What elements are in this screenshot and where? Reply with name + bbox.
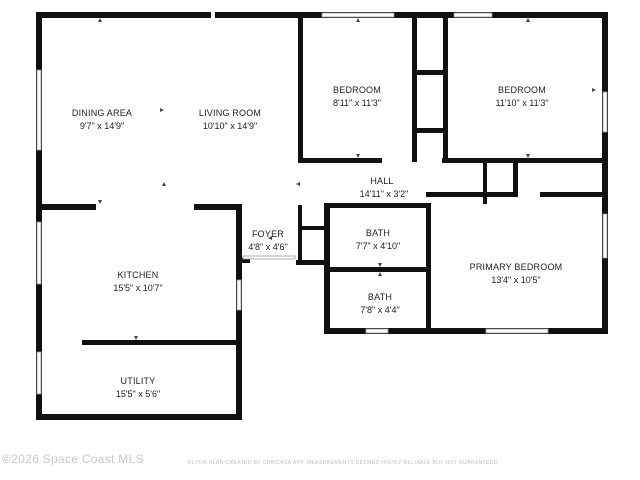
wall-closet-shelf-2: [412, 128, 448, 133]
wall-right-upper: [602, 12, 608, 162]
marker: [162, 182, 166, 186]
wall-primary-top: [426, 192, 516, 197]
room-labels: DINING AREA 9'7" x 14'9" LIVING ROOM 10'…: [72, 85, 562, 399]
wall-kitchen-top-right: [194, 204, 242, 210]
window-bedroom2-right: [602, 91, 608, 133]
kitchen-label: KITCHEN: [118, 270, 159, 280]
bedroom-1-dimensions: 8'11" x 11'3": [333, 98, 381, 108]
marker: [526, 154, 530, 158]
kitchen-dimensions: 15'5" x 10'7": [113, 283, 162, 293]
exterior-walls: [36, 12, 608, 420]
bath-2-label: BATH: [368, 292, 392, 302]
primary-bedroom-label: PRIMARY BEDROOM: [470, 262, 563, 272]
window-kitchen-left: [36, 221, 42, 285]
primary-bedroom-dimensions: 13'4" x 10'5": [491, 275, 540, 285]
marker: [98, 200, 102, 204]
bedroom-2-label: BEDROOM: [498, 85, 546, 95]
marker: [98, 18, 102, 22]
bath-1-label: BATH: [366, 228, 390, 238]
window-primary-bottom: [485, 328, 549, 334]
wall-closet-shelf-1: [412, 70, 448, 75]
dining-area-label: DINING AREA: [72, 108, 132, 118]
window-primary-right: [602, 213, 608, 259]
marker: [134, 336, 138, 340]
marker: [268, 236, 272, 240]
marker: [296, 182, 300, 186]
window-bedroom2-top: [453, 12, 493, 18]
bath-1-dimensions: 7'7" x 4'10": [356, 241, 400, 251]
wall-foyer-left: [236, 204, 242, 260]
utility-dimensions: 15'5" x 5'6": [116, 389, 160, 399]
window-utility-left: [36, 351, 42, 395]
marker: [160, 108, 164, 112]
wall-bath-right: [426, 203, 431, 334]
foyer-label: FOYER: [252, 229, 284, 239]
windows: [36, 12, 608, 395]
hall-dimensions: 14'11" x 3'2": [360, 189, 409, 199]
wall-closet-stub-v: [513, 160, 518, 197]
window-kitchen-right: [236, 279, 242, 311]
living-room-label: LIVING ROOM: [199, 108, 261, 118]
wall-closet-left: [412, 12, 417, 162]
wall-hall-bottom: [324, 203, 430, 208]
bedroom-2-dimensions: 11'10" x 11'3": [495, 98, 548, 108]
marker: [356, 154, 360, 158]
wall-left-lower: [36, 210, 42, 418]
wall-foyer-bottom: [296, 260, 330, 265]
dimension-markers: [98, 18, 596, 340]
window-foyer-entry: [242, 255, 296, 260]
wall-bottom-right: [324, 328, 608, 334]
watermark: ©2026 Space Coast MLS: [2, 452, 144, 466]
window-bedroom1-top: [321, 12, 395, 18]
hall-label: HALL: [370, 176, 393, 186]
marker: [378, 272, 382, 276]
wall-hall-right-stub: [483, 160, 487, 204]
wall-step-horizontal: [236, 258, 250, 263]
wall-kitchen-top-left: [36, 204, 96, 210]
utility-label: UTILITY: [121, 376, 156, 386]
window-dining-left: [36, 69, 42, 151]
bath-2-dimensions: 7'8" x 4'4": [360, 305, 399, 315]
wall-bedrooms-bottom: [298, 158, 382, 163]
wall-bath1-bottom: [324, 267, 430, 272]
interior-walls: [36, 12, 608, 345]
wall-primary-top-right: [540, 192, 608, 197]
marker: [526, 18, 530, 22]
wall-top-right: [215, 12, 608, 18]
wall-closet-right: [443, 12, 448, 162]
foyer-dimensions: 4'8" x 4'6": [248, 242, 287, 252]
wall-foyer-closet-top: [298, 226, 328, 230]
dining-area-dimensions: 9'7" x 14'9": [80, 121, 124, 131]
marker: [356, 18, 360, 22]
marker: [592, 88, 596, 92]
living-room-dimensions: 10'10" x 14'9": [203, 121, 257, 131]
disclaimer-text: FLOOR PLAN CREATED BY CUBICASA APP. MEAS…: [188, 460, 500, 466]
marker: [378, 263, 382, 267]
wall-bedroom1-left: [298, 12, 303, 162]
wall-bedrooms-bottom-right: [442, 158, 608, 163]
bedroom-1-label: BEDROOM: [333, 85, 381, 95]
wall-bottom-left: [36, 414, 242, 420]
wall-utility-top: [82, 340, 242, 345]
wall-foyer-closet-left: [298, 205, 302, 265]
window-bath2-bottom: [365, 328, 389, 334]
wall-top-left: [36, 12, 211, 18]
